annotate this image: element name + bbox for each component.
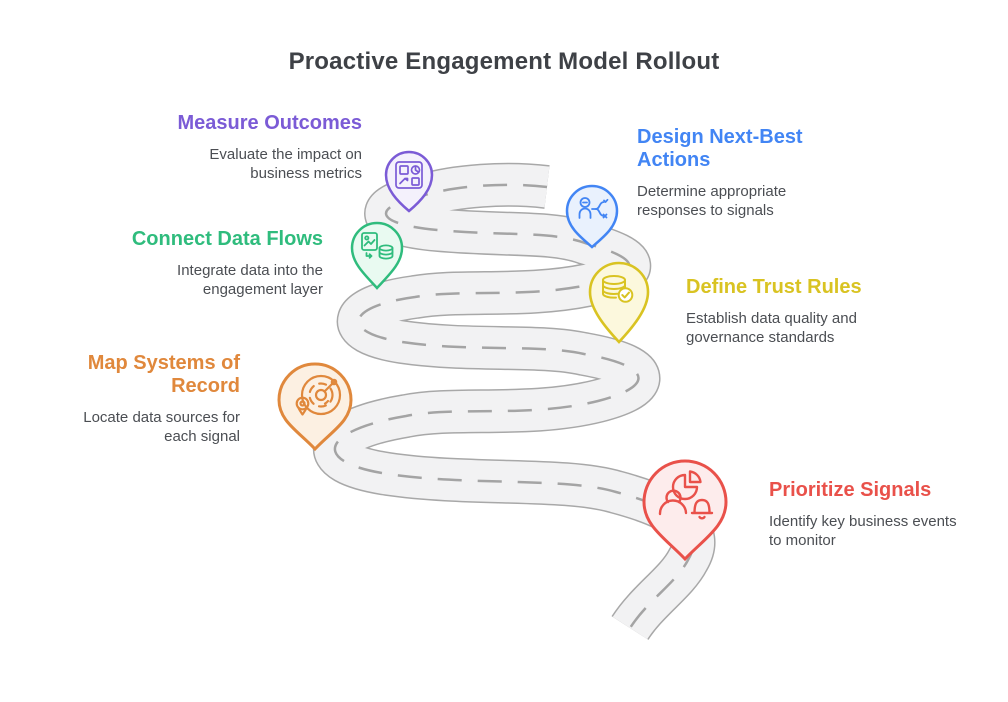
step-label: Connect Data Flows: [131, 228, 323, 250]
step-prioritize-signals: Prioritize Signals Identify key business…: [769, 479, 999, 551]
step-label: Prioritize Signals: [769, 479, 932, 501]
step-description: Establish data quality and governance st…: [686, 310, 857, 346]
winding-road: [313, 162, 716, 641]
pin-body: [350, 221, 404, 290]
pin-body: [277, 362, 353, 452]
step-label: Define Trust Rules: [686, 276, 862, 298]
pin-connect-data-flows: [350, 221, 404, 290]
pin-design-next-best-actions: [565, 184, 619, 249]
pin-prioritize-signals: [642, 459, 728, 562]
step-label: Map Systems of Record: [87, 352, 240, 397]
page-title: Proactive Engagement Model Rollout: [288, 48, 720, 75]
pin-measure-outcomes: [384, 150, 434, 213]
step-map-systems-of-record: Map Systems of Record Locate data source…: [40, 352, 240, 447]
radar-location-icon: [295, 374, 342, 416]
step-define-trust-rules: Define Trust Rules Establish data qualit…: [686, 276, 926, 348]
pin-body: [384, 150, 434, 213]
step-description: Locate data sources for each signal: [83, 409, 240, 445]
person-decision-icon: [578, 197, 609, 219]
database-check-icon: [601, 275, 634, 303]
pie-person-bell-icon: [658, 470, 714, 520]
step-label: Design Next-Best Actions: [637, 126, 803, 171]
step-measure-outcomes: Measure Outcomes Evaluate the impact on …: [100, 112, 362, 184]
step-description: Integrate data into the engagement layer: [177, 262, 323, 298]
file-to-database-icon: [361, 232, 394, 260]
step-label: Measure Outcomes: [177, 112, 362, 134]
step-description: Determine appropriate responses to signa…: [637, 183, 787, 219]
pin-define-trust-rules: [588, 261, 650, 344]
step-description: Identify key business events to monitor: [769, 513, 957, 549]
step-design-next-best-actions: Design Next-Best Actions Determine appro…: [637, 126, 837, 221]
step-connect-data-flows: Connect Data Flows Integrate data into t…: [63, 228, 323, 300]
road-center-dashes: [333, 183, 695, 629]
step-description: Evaluate the impact on business metrics: [209, 146, 362, 182]
pin-map-systems-of-record: [277, 362, 353, 452]
pin-body: [588, 261, 650, 344]
dashboard-metrics-icon: [395, 161, 423, 189]
